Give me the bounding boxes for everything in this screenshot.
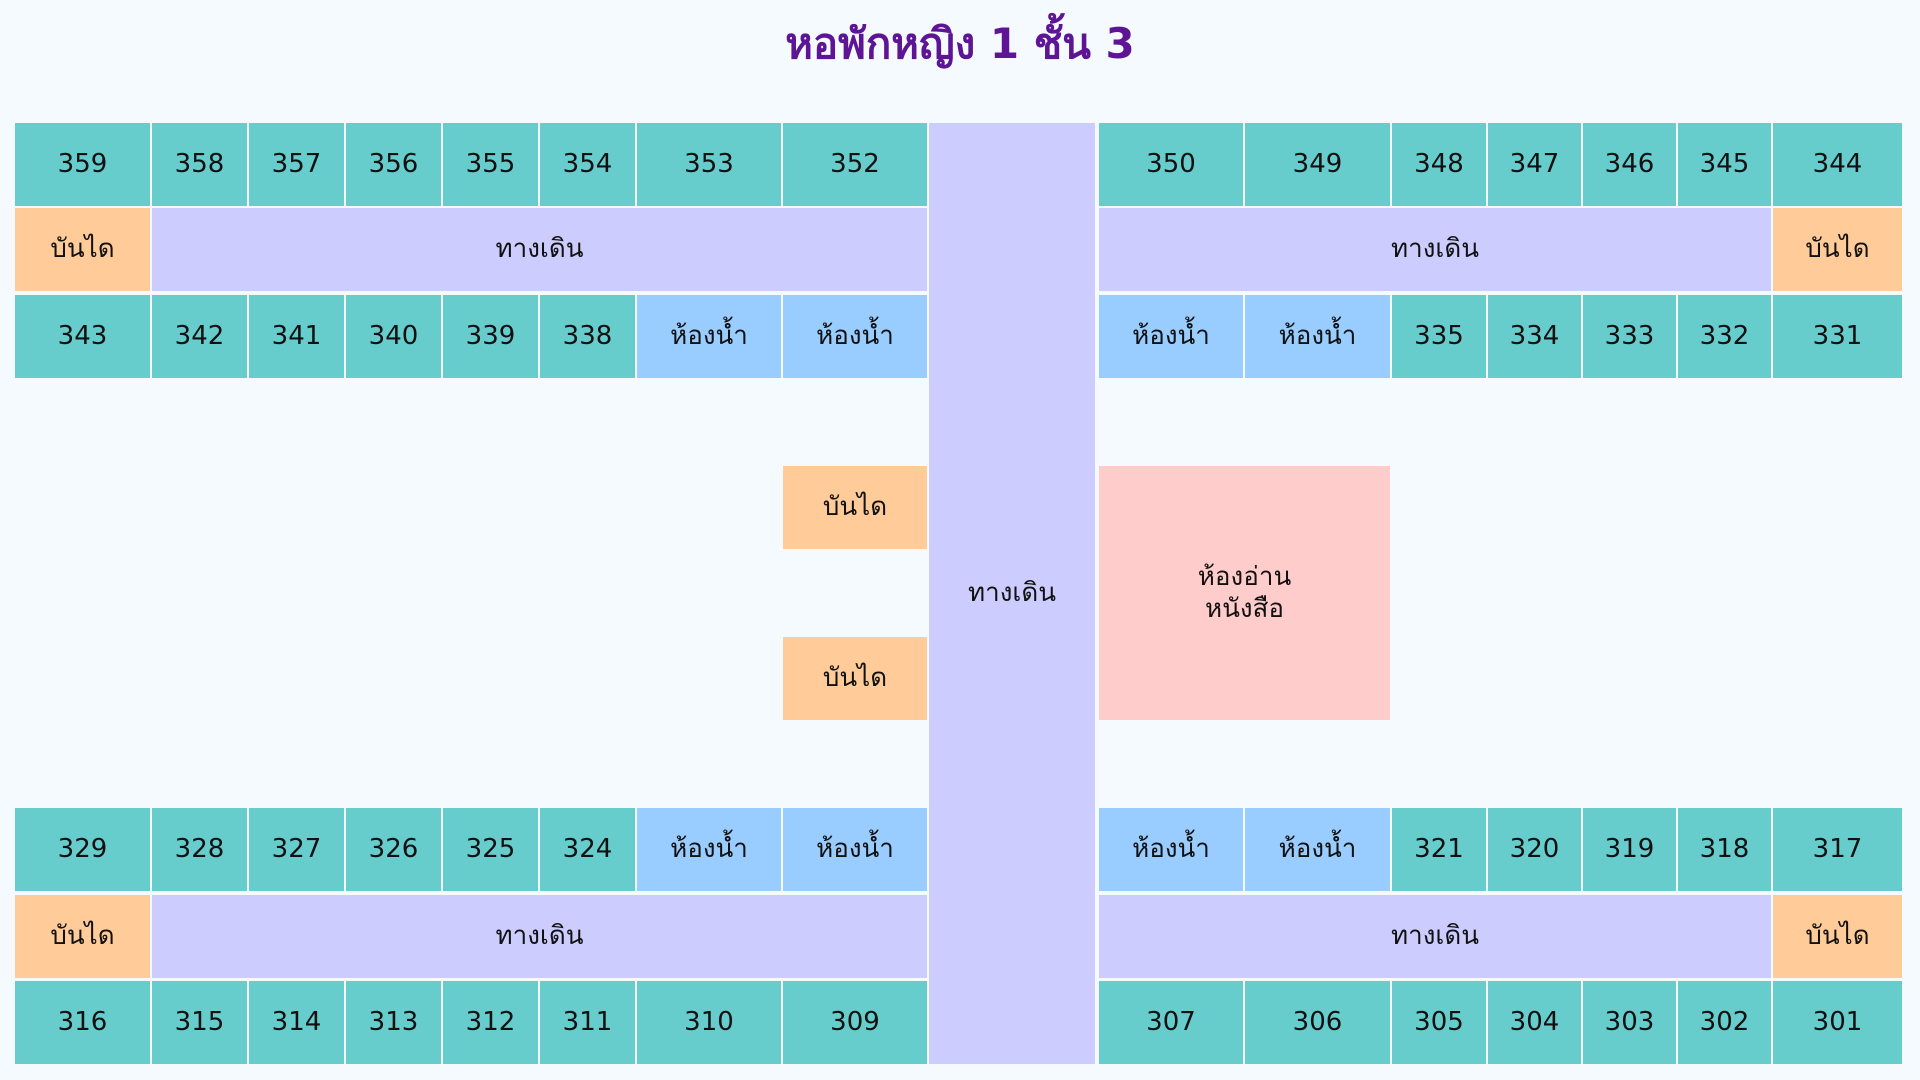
- reading-room: ห้องอ่าน หนังสือ: [1099, 466, 1390, 720]
- room-306: 306: [1245, 981, 1390, 1064]
- walkway-top-right: ทางเดิน: [1099, 208, 1771, 291]
- room-347: 347: [1488, 123, 1581, 206]
- room-340: 340: [346, 295, 441, 378]
- room-325: 325: [443, 808, 538, 891]
- walkway-bottom-left: ทางเดิน: [152, 895, 927, 978]
- stairs-middle-lower: บันได: [783, 637, 927, 720]
- room-348: 348: [1392, 123, 1486, 206]
- room-359: 359: [15, 123, 150, 206]
- room-333: 333: [1583, 295, 1676, 378]
- room-332: 332: [1678, 295, 1771, 378]
- room-302: 302: [1678, 981, 1771, 1064]
- room-355: 355: [443, 123, 538, 206]
- room-317: 317: [1773, 808, 1902, 891]
- stairs-bottom-left: บันได: [15, 895, 150, 978]
- room-357: 357: [249, 123, 344, 206]
- bathroom-upper-right-1: ห้องน้ำ: [1099, 295, 1243, 378]
- room-341: 341: [249, 295, 344, 378]
- stairs-bottom-right: บันได: [1773, 895, 1902, 978]
- room-342: 342: [152, 295, 247, 378]
- room-319: 319: [1583, 808, 1676, 891]
- room-345: 345: [1678, 123, 1771, 206]
- walkway-top-left: ทางเดิน: [152, 208, 927, 291]
- room-311: 311: [540, 981, 635, 1064]
- room-307: 307: [1099, 981, 1243, 1064]
- room-331: 331: [1773, 295, 1902, 378]
- room-313: 313: [346, 981, 441, 1064]
- bathroom-upper-left-2: ห้องน้ำ: [783, 295, 927, 378]
- stairs-top-right: บันได: [1773, 208, 1902, 291]
- bathroom-upper-left-1: ห้องน้ำ: [637, 295, 781, 378]
- room-328: 328: [152, 808, 247, 891]
- room-353: 353: [637, 123, 781, 206]
- room-318: 318: [1678, 808, 1771, 891]
- page-title: หอพักหญิง 1 ชั้น 3: [785, 19, 1135, 68]
- room-310: 310: [637, 981, 781, 1064]
- stairs-middle-upper: บันได: [783, 466, 927, 549]
- room-324: 324: [540, 808, 635, 891]
- central-walkway: ทางเดิน: [929, 123, 1095, 1064]
- room-329: 329: [15, 808, 150, 891]
- stairs-top-left: บันได: [15, 208, 150, 291]
- room-315: 315: [152, 981, 247, 1064]
- room-344: 344: [1773, 123, 1902, 206]
- room-304: 304: [1488, 981, 1581, 1064]
- room-352: 352: [783, 123, 927, 206]
- room-312: 312: [443, 981, 538, 1064]
- room-326: 326: [346, 808, 441, 891]
- room-316: 316: [15, 981, 150, 1064]
- room-334: 334: [1488, 295, 1581, 378]
- room-320: 320: [1488, 808, 1581, 891]
- walkway-bottom-right: ทางเดิน: [1099, 895, 1771, 978]
- room-309: 309: [783, 981, 927, 1064]
- room-321: 321: [1392, 808, 1486, 891]
- room-335: 335: [1392, 295, 1486, 378]
- room-343: 343: [15, 295, 150, 378]
- room-339: 339: [443, 295, 538, 378]
- bathroom-lower-right-1: ห้องน้ำ: [1099, 808, 1243, 891]
- room-356: 356: [346, 123, 441, 206]
- room-354: 354: [540, 123, 635, 206]
- room-349: 349: [1245, 123, 1390, 206]
- bathroom-lower-right-2: ห้องน้ำ: [1245, 808, 1390, 891]
- room-358: 358: [152, 123, 247, 206]
- room-327: 327: [249, 808, 344, 891]
- bathroom-lower-left-2: ห้องน้ำ: [783, 808, 927, 891]
- room-305: 305: [1392, 981, 1486, 1064]
- room-303: 303: [1583, 981, 1676, 1064]
- room-350: 350: [1099, 123, 1243, 206]
- room-301: 301: [1773, 981, 1902, 1064]
- room-314: 314: [249, 981, 344, 1064]
- room-338: 338: [540, 295, 635, 378]
- room-346: 346: [1583, 123, 1676, 206]
- bathroom-lower-left-1: ห้องน้ำ: [637, 808, 781, 891]
- bathroom-upper-right-2: ห้องน้ำ: [1245, 295, 1390, 378]
